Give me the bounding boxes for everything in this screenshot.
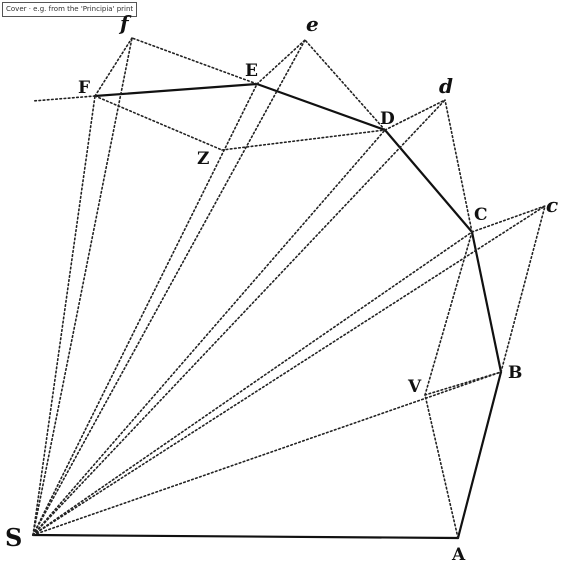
line-D-E [255, 82, 387, 132]
label-f: f [118, 11, 132, 35]
ray-S-e [32, 39, 306, 536]
label-Z: Z [197, 149, 209, 169]
label-d: d [439, 74, 453, 98]
line-D-d [384, 99, 446, 131]
line-F-f [94, 37, 133, 97]
label-F: F [78, 78, 90, 98]
label-V: V [407, 377, 422, 397]
label-E: E [245, 61, 258, 81]
ray-S-f [32, 37, 133, 536]
line-V-C [424, 231, 473, 396]
line-E-e [256, 39, 306, 85]
solid-lines [31, 82, 503, 540]
line-Z-D [221, 129, 386, 151]
line-V-B [424, 371, 502, 396]
line-E-F [93, 82, 259, 98]
label-B: B [508, 363, 522, 383]
line-F-extension [32, 95, 96, 102]
label-A: A [451, 545, 466, 565]
line-C-d [444, 99, 473, 233]
line-B-c [500, 205, 546, 373]
label-c: c [546, 193, 558, 217]
ray-S-C [32, 231, 473, 536]
label-S: S [5, 523, 22, 552]
ray-S-c [32, 205, 546, 536]
line-A-B [456, 370, 503, 540]
ray-S-B [32, 371, 502, 536]
label-C: C [474, 205, 488, 225]
line-F-Z [94, 95, 223, 151]
ray-S-F [32, 95, 96, 536]
line-A-V [424, 394, 459, 539]
point-labels: S A B C D E F Z V c d e f [5, 11, 558, 565]
line-C-D [383, 128, 474, 234]
construction-lines [94, 37, 546, 539]
rays-from-S [32, 37, 546, 536]
label-D: D [380, 109, 395, 129]
ray-S-E [32, 83, 258, 536]
caption-box: Cover · e.g. from the 'Principia' print [2, 2, 138, 17]
line-E-f [131, 37, 258, 85]
line-D-e [304, 39, 386, 131]
line-C-c [471, 205, 546, 233]
label-e: e [306, 12, 319, 36]
line-B-C [470, 230, 503, 374]
ray-S-D [32, 129, 386, 536]
line-S-A [31, 533, 460, 540]
caption-text: Cover · e.g. from the 'Principia' print [6, 5, 134, 13]
ray-S-d [32, 99, 446, 536]
